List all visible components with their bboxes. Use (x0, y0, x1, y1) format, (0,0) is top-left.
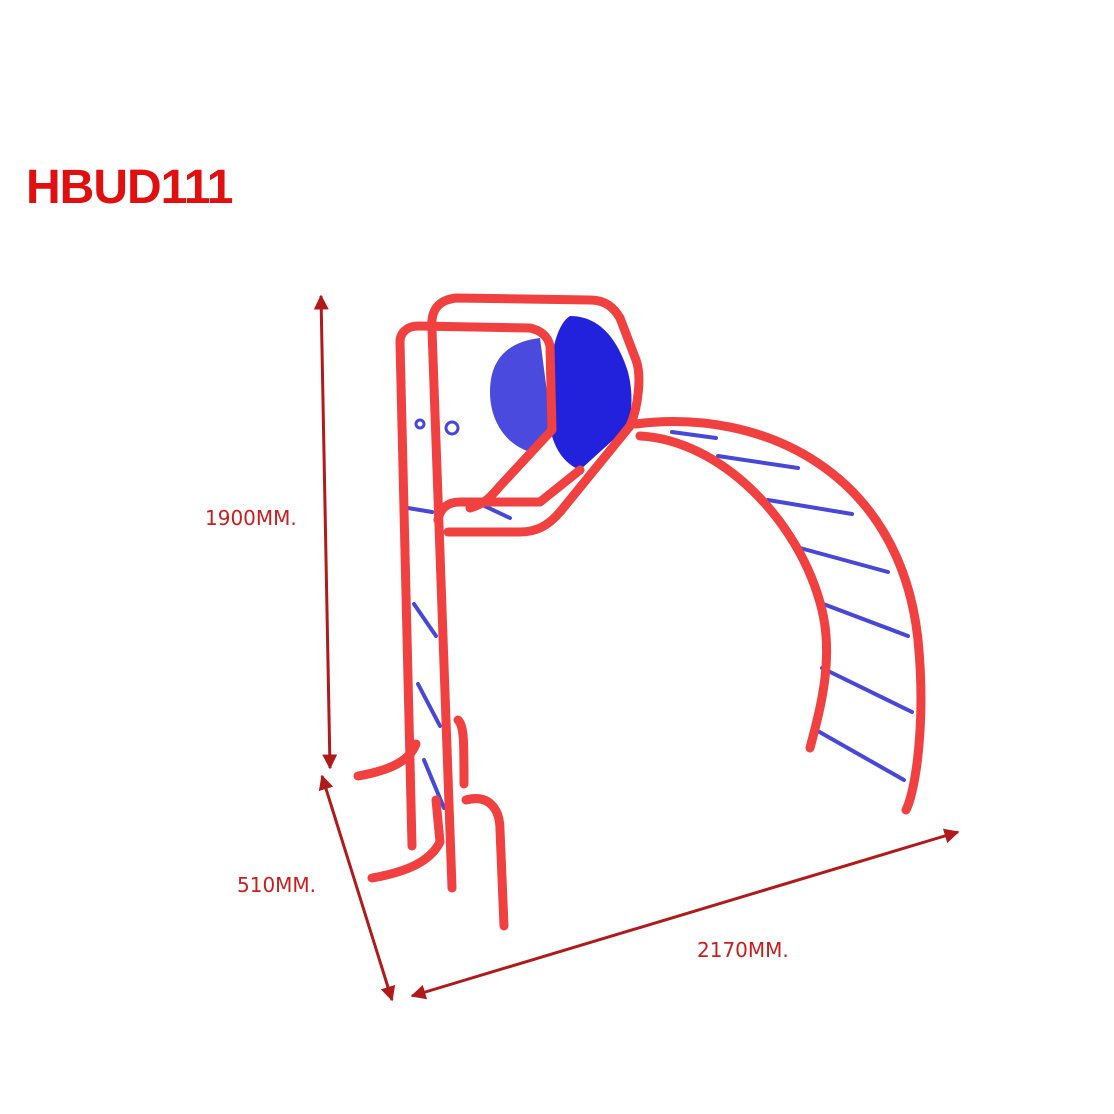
ladder-rung (406, 506, 434, 514)
depth-dimension-arrow (318, 774, 396, 1002)
front-blue-panel (548, 316, 632, 470)
rear-blue-panel (490, 338, 556, 452)
arch-rung (798, 546, 890, 574)
mid-leg (453, 715, 469, 789)
arch-rung (716, 454, 800, 470)
arch-rung (814, 728, 906, 782)
arch-rung (816, 600, 910, 638)
rear-left-foot (353, 739, 421, 781)
width-dimension-label: 2170MM. (697, 938, 789, 962)
arch-rail-inner (635, 431, 832, 753)
inner-frame (433, 465, 585, 525)
ladder-rungs (406, 500, 512, 810)
arch-rung (820, 666, 914, 714)
ladder-rung (416, 682, 442, 728)
height-dimension-arrow (313, 294, 338, 770)
height-dimension-label: 1900MM. (205, 506, 297, 530)
ladder-rung (422, 758, 446, 810)
red-frame (353, 293, 926, 931)
front-frame (427, 293, 644, 893)
arch-rail-outer (631, 417, 926, 815)
ladder-rung (412, 602, 438, 638)
bolt-icon (444, 420, 460, 436)
front-left-foot (367, 795, 445, 883)
width-dimension-arrow (410, 828, 960, 1000)
bolt-icon (414, 418, 426, 430)
product-code: HBUD111 (26, 161, 233, 214)
depth-dimension-label: 510MM. (237, 873, 317, 897)
arch-rung (670, 430, 718, 440)
front-right-leg (461, 794, 509, 931)
arch-rung (766, 498, 854, 516)
rear-frame (395, 321, 557, 851)
arch-rungs (670, 430, 914, 782)
